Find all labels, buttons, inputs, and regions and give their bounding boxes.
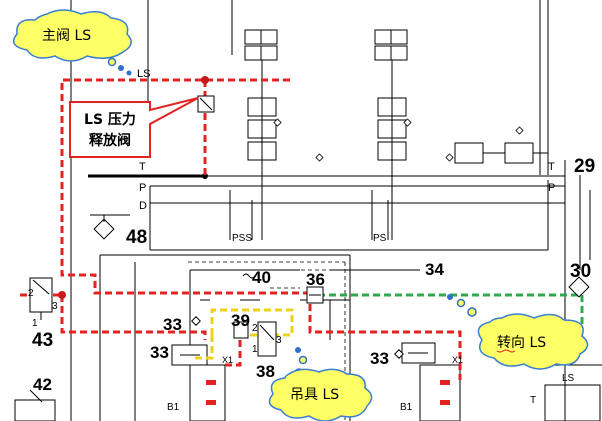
label-40: 40 xyxy=(252,268,271,287)
pilot-lines xyxy=(188,261,346,421)
valve-38-39 xyxy=(233,321,277,357)
port-d-left: D xyxy=(139,200,147,212)
valve-bank-left xyxy=(244,29,278,161)
port-ls-top: LS xyxy=(137,68,150,80)
component-30 xyxy=(568,276,590,298)
callout-ls-relief: LS 压力 释放阀 xyxy=(69,97,199,158)
callout-main-valve-ls: 主阀 LS xyxy=(12,9,132,76)
port-ls-right: LS xyxy=(562,373,575,384)
port-b1-left: B1 xyxy=(167,402,180,413)
label-30: 30 xyxy=(570,261,591,282)
steering-ls-line xyxy=(318,293,584,330)
label-33-c: 33 xyxy=(370,349,389,368)
ls-junction-top xyxy=(201,76,209,84)
solenoid-coils xyxy=(206,380,450,405)
valve-bank-right xyxy=(374,29,408,161)
port-p-right: P xyxy=(548,182,555,194)
check-valves xyxy=(273,118,524,162)
label-43: 43 xyxy=(32,330,53,351)
port-x1-left: X1 xyxy=(222,355,233,365)
ls-relief-valve xyxy=(197,95,215,113)
port-t-right: T xyxy=(548,161,555,173)
label-36: 36 xyxy=(306,270,325,289)
port-43-3: 3 xyxy=(52,301,58,312)
port-b1-right: B1 xyxy=(400,402,413,413)
port-pss: PSS xyxy=(232,233,252,244)
schematic-lines xyxy=(14,0,602,421)
spell-underline xyxy=(496,349,516,353)
spreader-ls-line xyxy=(195,335,214,360)
shuttle-valve-36 xyxy=(306,286,324,304)
callout-ls-relief-line2: 释放阀 xyxy=(89,132,131,149)
port-43-2: 2 xyxy=(28,288,34,299)
label-34: 34 xyxy=(425,260,444,279)
port-39-1: 1 xyxy=(252,344,258,355)
callout-spreader-ls: 吊具 LS xyxy=(268,347,373,421)
label-38: 38 xyxy=(256,362,275,381)
label-39: 39 xyxy=(231,311,250,330)
callout-ls-relief-line1: LS 压力 xyxy=(84,111,136,128)
port-39-3: 3 xyxy=(276,335,282,346)
port-t-left: T xyxy=(139,161,146,173)
callout-steering-ls: 转向 LS xyxy=(447,294,589,370)
label-33-a: 33 xyxy=(163,315,182,334)
port-p-left: P xyxy=(139,182,146,194)
ls-junction-left xyxy=(58,291,66,299)
port-ps: PS xyxy=(373,233,387,244)
port-39-2: 2 xyxy=(252,323,258,334)
label-48: 48 xyxy=(126,227,147,248)
port-43-1: 1 xyxy=(32,318,38,329)
label-33-b: 33 xyxy=(150,343,169,362)
check-33 xyxy=(191,316,404,359)
label-29: 29 xyxy=(574,156,595,177)
callout-steering-ls-text: 转向 LS xyxy=(497,335,546,351)
callout-spreader-ls-text: 吊具 LS xyxy=(290,387,339,403)
callout-main-valve-ls-text: 主阀 LS xyxy=(42,28,91,44)
relief-valve-43 xyxy=(29,277,53,320)
label-42: 42 xyxy=(33,375,52,394)
port-x1-right: X1 xyxy=(452,355,463,365)
port-t-bottom-right: T xyxy=(530,395,536,406)
orifice-40 xyxy=(242,273,256,279)
